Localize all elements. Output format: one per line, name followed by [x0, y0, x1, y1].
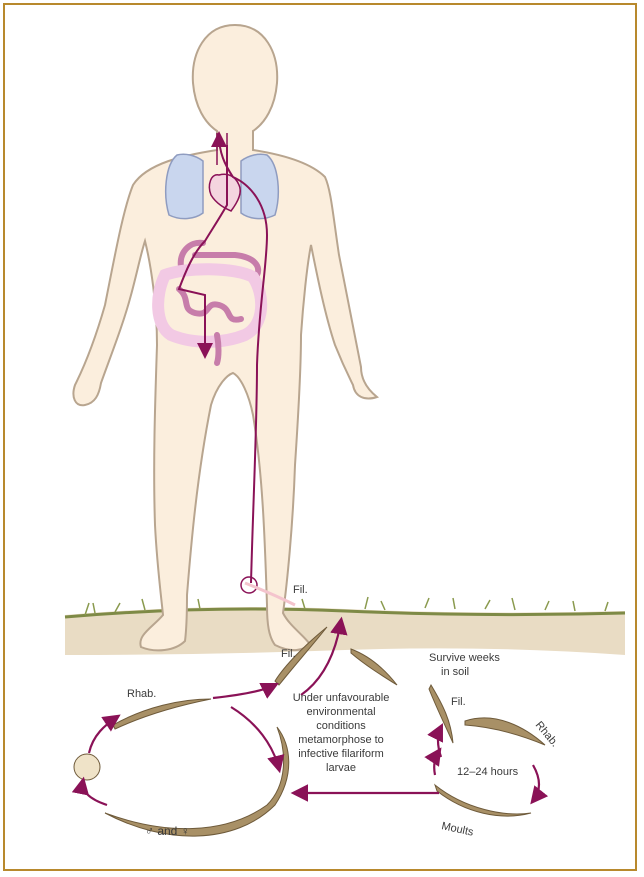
label-fil-skin: Fil.	[293, 584, 308, 596]
label-moults: Moults	[440, 820, 475, 839]
label-survive-2: in soil	[441, 666, 469, 678]
label-sexes: ♂ and ♀	[145, 824, 190, 838]
rhab-adult-moulting	[435, 785, 531, 816]
female-adult	[105, 727, 289, 836]
life-cycle-diagram: Fil. Fil. Fil. Rhab. Rhab. Survive weeks…	[5, 5, 639, 873]
under-line-1: Under unfavourable	[293, 692, 390, 704]
label-rhab-left: Rhab.	[127, 688, 156, 700]
diagram-frame: Fil. Fil. Fil. Rhab. Rhab. Survive weeks…	[3, 3, 637, 871]
under-line-4: metamorphose to	[298, 734, 384, 746]
fil-larva-right	[429, 685, 453, 743]
label-survive-1: Survive weeks	[429, 652, 500, 664]
label-fil-soil: Fil.	[281, 648, 296, 660]
under-line-5: infective filariform	[298, 748, 384, 760]
fil-larva-soil-2	[351, 649, 397, 685]
label-under-unfavourable: Under unfavourable environmental conditi…	[293, 692, 390, 774]
human-body	[73, 25, 377, 650]
under-line-3: conditions	[316, 720, 366, 732]
under-line-2: environmental	[306, 706, 375, 718]
label-rhab-right: Rhab.	[533, 719, 561, 749]
rhab-adult-right	[465, 718, 545, 745]
egg-cluster	[74, 754, 100, 780]
rhab-left	[113, 699, 211, 729]
label-hours: 12–24 hours	[457, 766, 519, 778]
under-line-6: larvae	[326, 762, 356, 774]
label-fil-right: Fil.	[451, 696, 466, 708]
